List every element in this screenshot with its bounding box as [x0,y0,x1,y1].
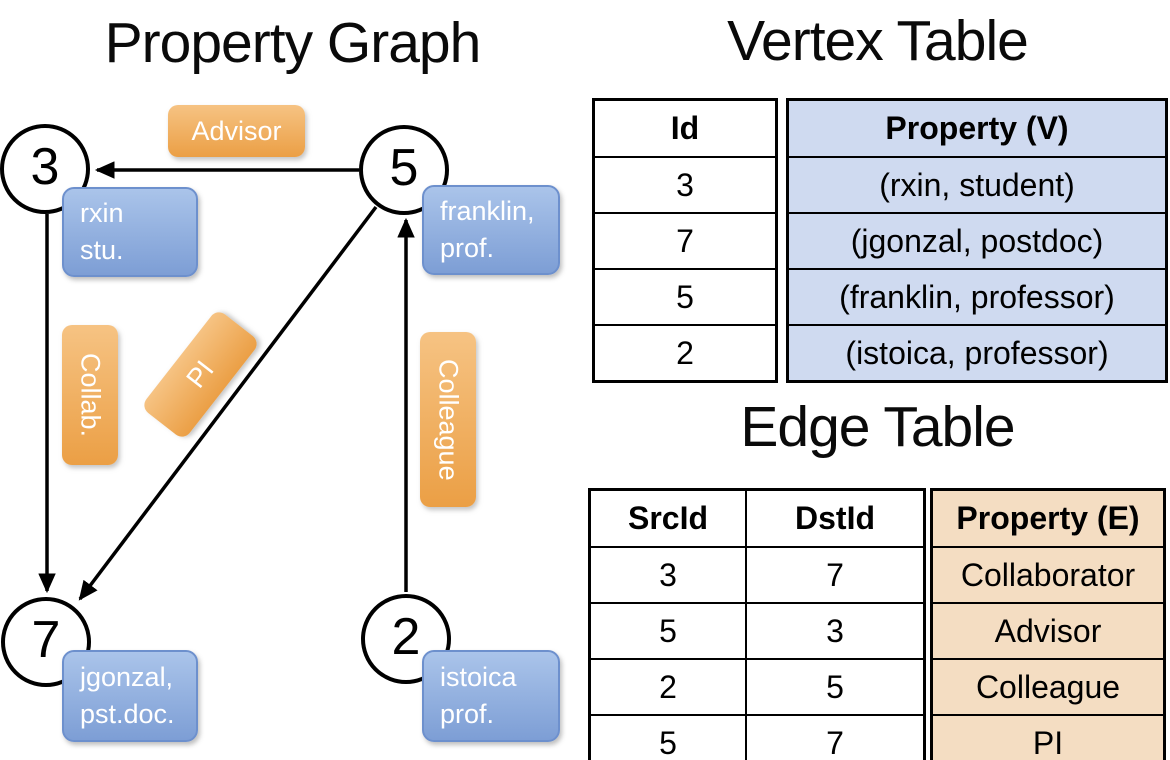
vertex-property-cell: (istoica, professor) [786,324,1168,383]
vertex-node-5-id: 5 [389,139,419,197]
edge-label-collab: Collab. [62,325,118,465]
vertex-property-line: jgonzal, [80,662,174,692]
table-row: 5 [592,268,778,326]
vertex-id-cell: 3 [592,156,778,214]
vertex-id-cell: 2 [592,324,778,383]
vertex-property-box-franklin: franklin, prof. [422,185,560,275]
vertex-node-3-id: 3 [30,138,60,196]
vertex-table-property-column: Property (V) (rxin, student) (jgonzal, p… [786,98,1168,383]
vertex-property-line: stu. [80,235,124,265]
table-header-row: SrcId DstId [588,488,926,548]
table-row: (rxin, student) [786,156,1168,214]
vertex-node-5: 5 [359,125,449,215]
edge-property-cell: Advisor [930,602,1166,660]
vertex-property-box-jgonzal: jgonzal, pst.doc. [62,650,198,742]
table-row: 2 [592,324,778,383]
vertex-node-7-id: 7 [31,611,61,669]
edge-table-header-dstid: DstId [745,488,926,548]
vertex-property-cell: (jgonzal, postdoc) [786,212,1168,270]
vertex-table-header-property: Property (V) [786,98,1168,158]
edge-srcid-cell: 5 [588,714,747,760]
vertex-node-2-id: 2 [391,608,421,666]
table-header-row: Id [592,98,778,158]
table-row: Colleague [930,658,1166,716]
vertex-property-box-rxin: rxin stu. [62,187,198,277]
table-row: 3 [592,156,778,214]
vertex-property-line: pst.doc. [80,699,175,729]
table-row: (franklin, professor) [786,268,1168,326]
vertex-property-line: prof. [440,699,495,729]
edge-table-header-srcid: SrcId [588,488,747,548]
graph-edges-canvas [38,161,415,601]
vertex-property-line: franklin, [440,196,535,226]
vertex-property-cell: (rxin, student) [786,156,1168,214]
vertex-property-line: rxin [80,198,124,228]
table-row: 5 7 [588,714,926,760]
edge-dstid-cell: 7 [745,546,926,604]
table-header-row: Property (E) [930,488,1166,548]
edge-dstid-cell: 5 [745,658,926,716]
table-row: 7 [592,212,778,270]
edge-table-id-columns: SrcId DstId 3 7 5 3 2 5 5 7 [588,488,926,760]
vertex-property-cell: (franklin, professor) [786,268,1168,326]
vertex-property-line: prof. [440,233,495,263]
edge-table-title: Edge Table [740,395,1015,459]
property-graph-title: Property Graph [104,11,482,75]
edge-srcid-cell: 2 [588,658,747,716]
edge-srcid-cell: 3 [588,546,747,604]
table-row: PI [930,714,1166,760]
table-row: 2 5 [588,658,926,716]
table-row: (istoica, professor) [786,324,1168,383]
table-row: Advisor [930,602,1166,660]
edge-arrow-5-to-7 [78,205,378,601]
vertex-property-box-istoica: istoica prof. [422,650,560,742]
edge-label-colleague: Colleague [420,332,476,507]
edge-table-header-property: Property (E) [930,488,1166,548]
edge-property-cell: PI [930,714,1166,760]
edge-srcid-cell: 5 [588,602,747,660]
edge-property-cell: Collaborator [930,546,1166,604]
table-header-row: Property (V) [786,98,1168,158]
edge-label-advisor: Advisor [168,105,305,157]
vertex-property-line: istoica [440,662,517,692]
table-row: Collaborator [930,546,1166,604]
vertex-id-cell: 5 [592,268,778,326]
vertex-id-cell: 7 [592,212,778,270]
edge-dstid-cell: 3 [745,602,926,660]
vertex-table-header-id: Id [592,98,778,158]
table-row: 5 3 [588,602,926,660]
table-row: (jgonzal, postdoc) [786,212,1168,270]
vertex-table-id-column: Id 3 7 5 2 [592,98,778,383]
vertex-table-title: Vertex Table [727,9,1029,73]
vertex-node-2: 2 [361,594,451,684]
edge-table-property-column: Property (E) Collaborator Advisor Collea… [930,488,1166,760]
table-row: 3 7 [588,546,926,604]
edge-dstid-cell: 7 [745,714,926,760]
edge-property-cell: Colleague [930,658,1166,716]
